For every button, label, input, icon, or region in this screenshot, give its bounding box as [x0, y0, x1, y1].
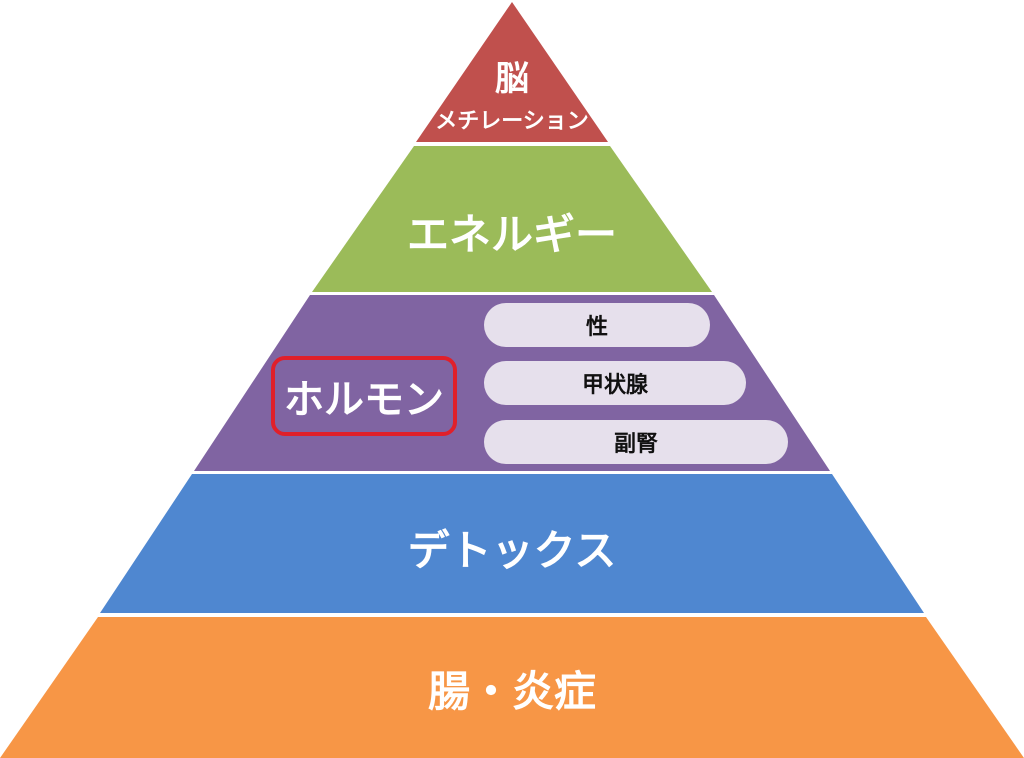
- tier-gut-title: 腸・炎症: [427, 667, 596, 716]
- hormone-item-adrenal: 副腎: [484, 420, 788, 464]
- hormone-item-thyroid: 甲状腺: [484, 361, 746, 405]
- tier-energy-title: エネルギー: [406, 210, 617, 259]
- tier-brain-title: 脳: [495, 59, 529, 99]
- hormone-item-sex: 性: [484, 303, 710, 347]
- hormone-item-sex-label: 性: [585, 315, 608, 340]
- tier-brain-shape: [416, 2, 608, 142]
- hormone-item-thyroid-label: 甲状腺: [581, 373, 648, 398]
- tier-detox-title: デトックス: [407, 526, 617, 575]
- tier-brain-subtitle: メチレーション: [435, 109, 589, 134]
- tier-gut-shape: [0, 617, 1024, 758]
- tier-detox-shape: [100, 474, 924, 613]
- hormone-item-adrenal-label: 副腎: [613, 432, 658, 457]
- tier-energy-shape: [312, 146, 712, 292]
- tier-hormone-title: ホルモン: [284, 377, 444, 423]
- tier-hormone-title-box: ホルモン: [271, 356, 457, 436]
